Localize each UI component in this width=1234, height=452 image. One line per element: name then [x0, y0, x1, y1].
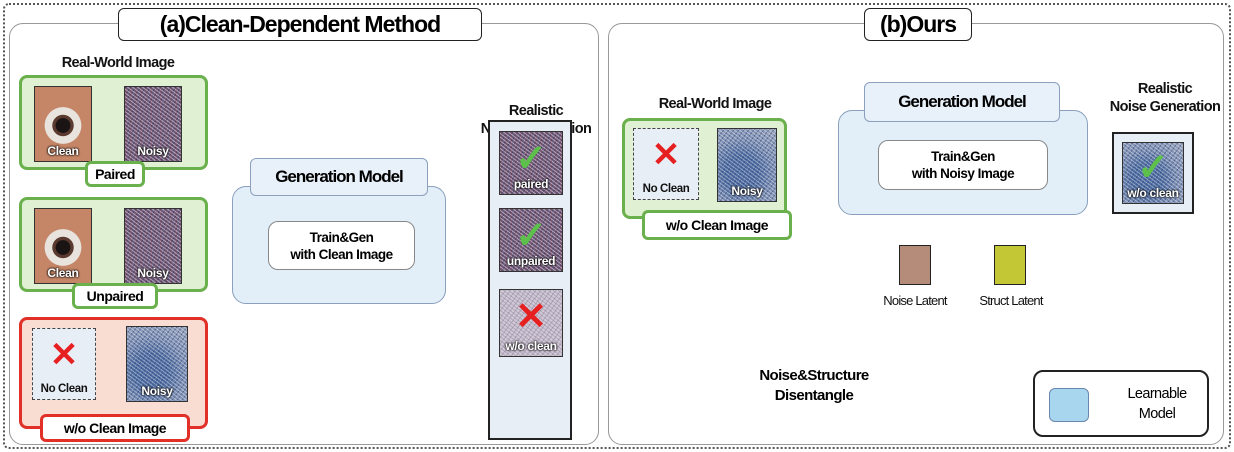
- paired-box: Clean Noisy: [19, 75, 208, 170]
- outputs-column: ✓ paired ✓ unpaired ✕ w/o clean: [488, 120, 572, 440]
- noisy-label: Noisy: [141, 384, 173, 398]
- no-clean-placeholder: ✕ No Clean: [633, 128, 699, 200]
- inner-line-2: with Noisy Image: [911, 166, 1015, 181]
- check-icon: ✓: [1137, 147, 1169, 189]
- unpaired-tag: Unpaired: [72, 283, 158, 309]
- panel-b-title: (b)Ours: [864, 8, 972, 41]
- no-clean-label: No Clean: [642, 183, 690, 195]
- cross-icon: ✕: [651, 136, 681, 174]
- inner-line-1: Train&Gen: [309, 230, 374, 245]
- output-no-clean-b: ✓ w/o clean: [1122, 142, 1184, 204]
- noisy-thumbnail: Noisy: [124, 86, 182, 162]
- legend-label: Learnable Model: [1127, 386, 1187, 422]
- noise-latent-square: [899, 245, 931, 285]
- noisy-label: Noisy: [731, 184, 763, 198]
- noisy-label: Noisy: [137, 266, 169, 280]
- unpaired-box: Clean Noisy: [19, 197, 208, 292]
- no-clean-tag: w/o Clean Image: [40, 414, 190, 442]
- output-no-clean: ✕ w/o clean: [499, 289, 563, 357]
- check-icon: ✓: [515, 138, 547, 180]
- noise-latent-label: Noise Latent: [883, 293, 947, 308]
- struct-latent-label: Struct Latent: [979, 293, 1043, 308]
- noisy-thumbnail: Noisy: [717, 128, 777, 202]
- real-world-header-b: Real-World Image: [658, 96, 772, 112]
- paired-tag: Paired: [85, 161, 145, 187]
- figure-frame: [3, 3, 1231, 449]
- clean-label: Clean: [47, 144, 79, 158]
- cross-icon: ✕: [49, 336, 79, 374]
- output-column-b: ✓ w/o clean: [1112, 132, 1194, 214]
- clean-label: Clean: [47, 266, 79, 280]
- no-clean-placeholder: ✕ No Clean: [32, 328, 96, 400]
- input-box-b: ✕ No Clean Noisy: [622, 118, 787, 219]
- generation-model-title-a: Generation Model: [250, 158, 428, 196]
- no-clean-label: No Clean: [40, 383, 88, 395]
- no-clean-box: ✕ No Clean Noisy: [19, 317, 208, 429]
- cross-icon: ✕: [515, 296, 547, 338]
- legend-box: Learnable Model: [1033, 370, 1209, 437]
- clean-thumbnail: Clean: [34, 208, 92, 284]
- output-paired: ✓ paired: [499, 131, 563, 195]
- struct-latent-square: [994, 245, 1026, 285]
- noisy-label: Noisy: [137, 144, 169, 158]
- noisy-thumbnail: Noisy: [126, 326, 188, 402]
- realistic-header-b: Realistic Noise Generation: [1109, 81, 1221, 115]
- real-world-header-a: Real-World Image: [61, 55, 175, 71]
- output-unpaired: ✓ unpaired: [499, 208, 563, 272]
- no-clean-tag-b: w/o Clean Image: [642, 210, 792, 240]
- train-gen-noisy-box: Train&Gen with Noisy Image: [878, 140, 1048, 190]
- generation-model-title-b: Generation Model: [864, 82, 1060, 122]
- inner-line-1: Train&Gen: [931, 149, 995, 164]
- panel-a-title: (a)Clean-Dependent Method: [118, 8, 482, 41]
- check-icon: ✓: [515, 215, 547, 257]
- train-gen-clean-box: Train&Gen with Clean Image: [268, 221, 415, 270]
- clean-thumbnail: Clean: [34, 86, 92, 162]
- disentangle-label: Noise&Structure Disentangle: [759, 367, 869, 404]
- learnable-swatch: [1049, 388, 1089, 422]
- noisy-thumbnail: Noisy: [124, 208, 182, 284]
- inner-line-2: with Clean Image: [290, 247, 393, 262]
